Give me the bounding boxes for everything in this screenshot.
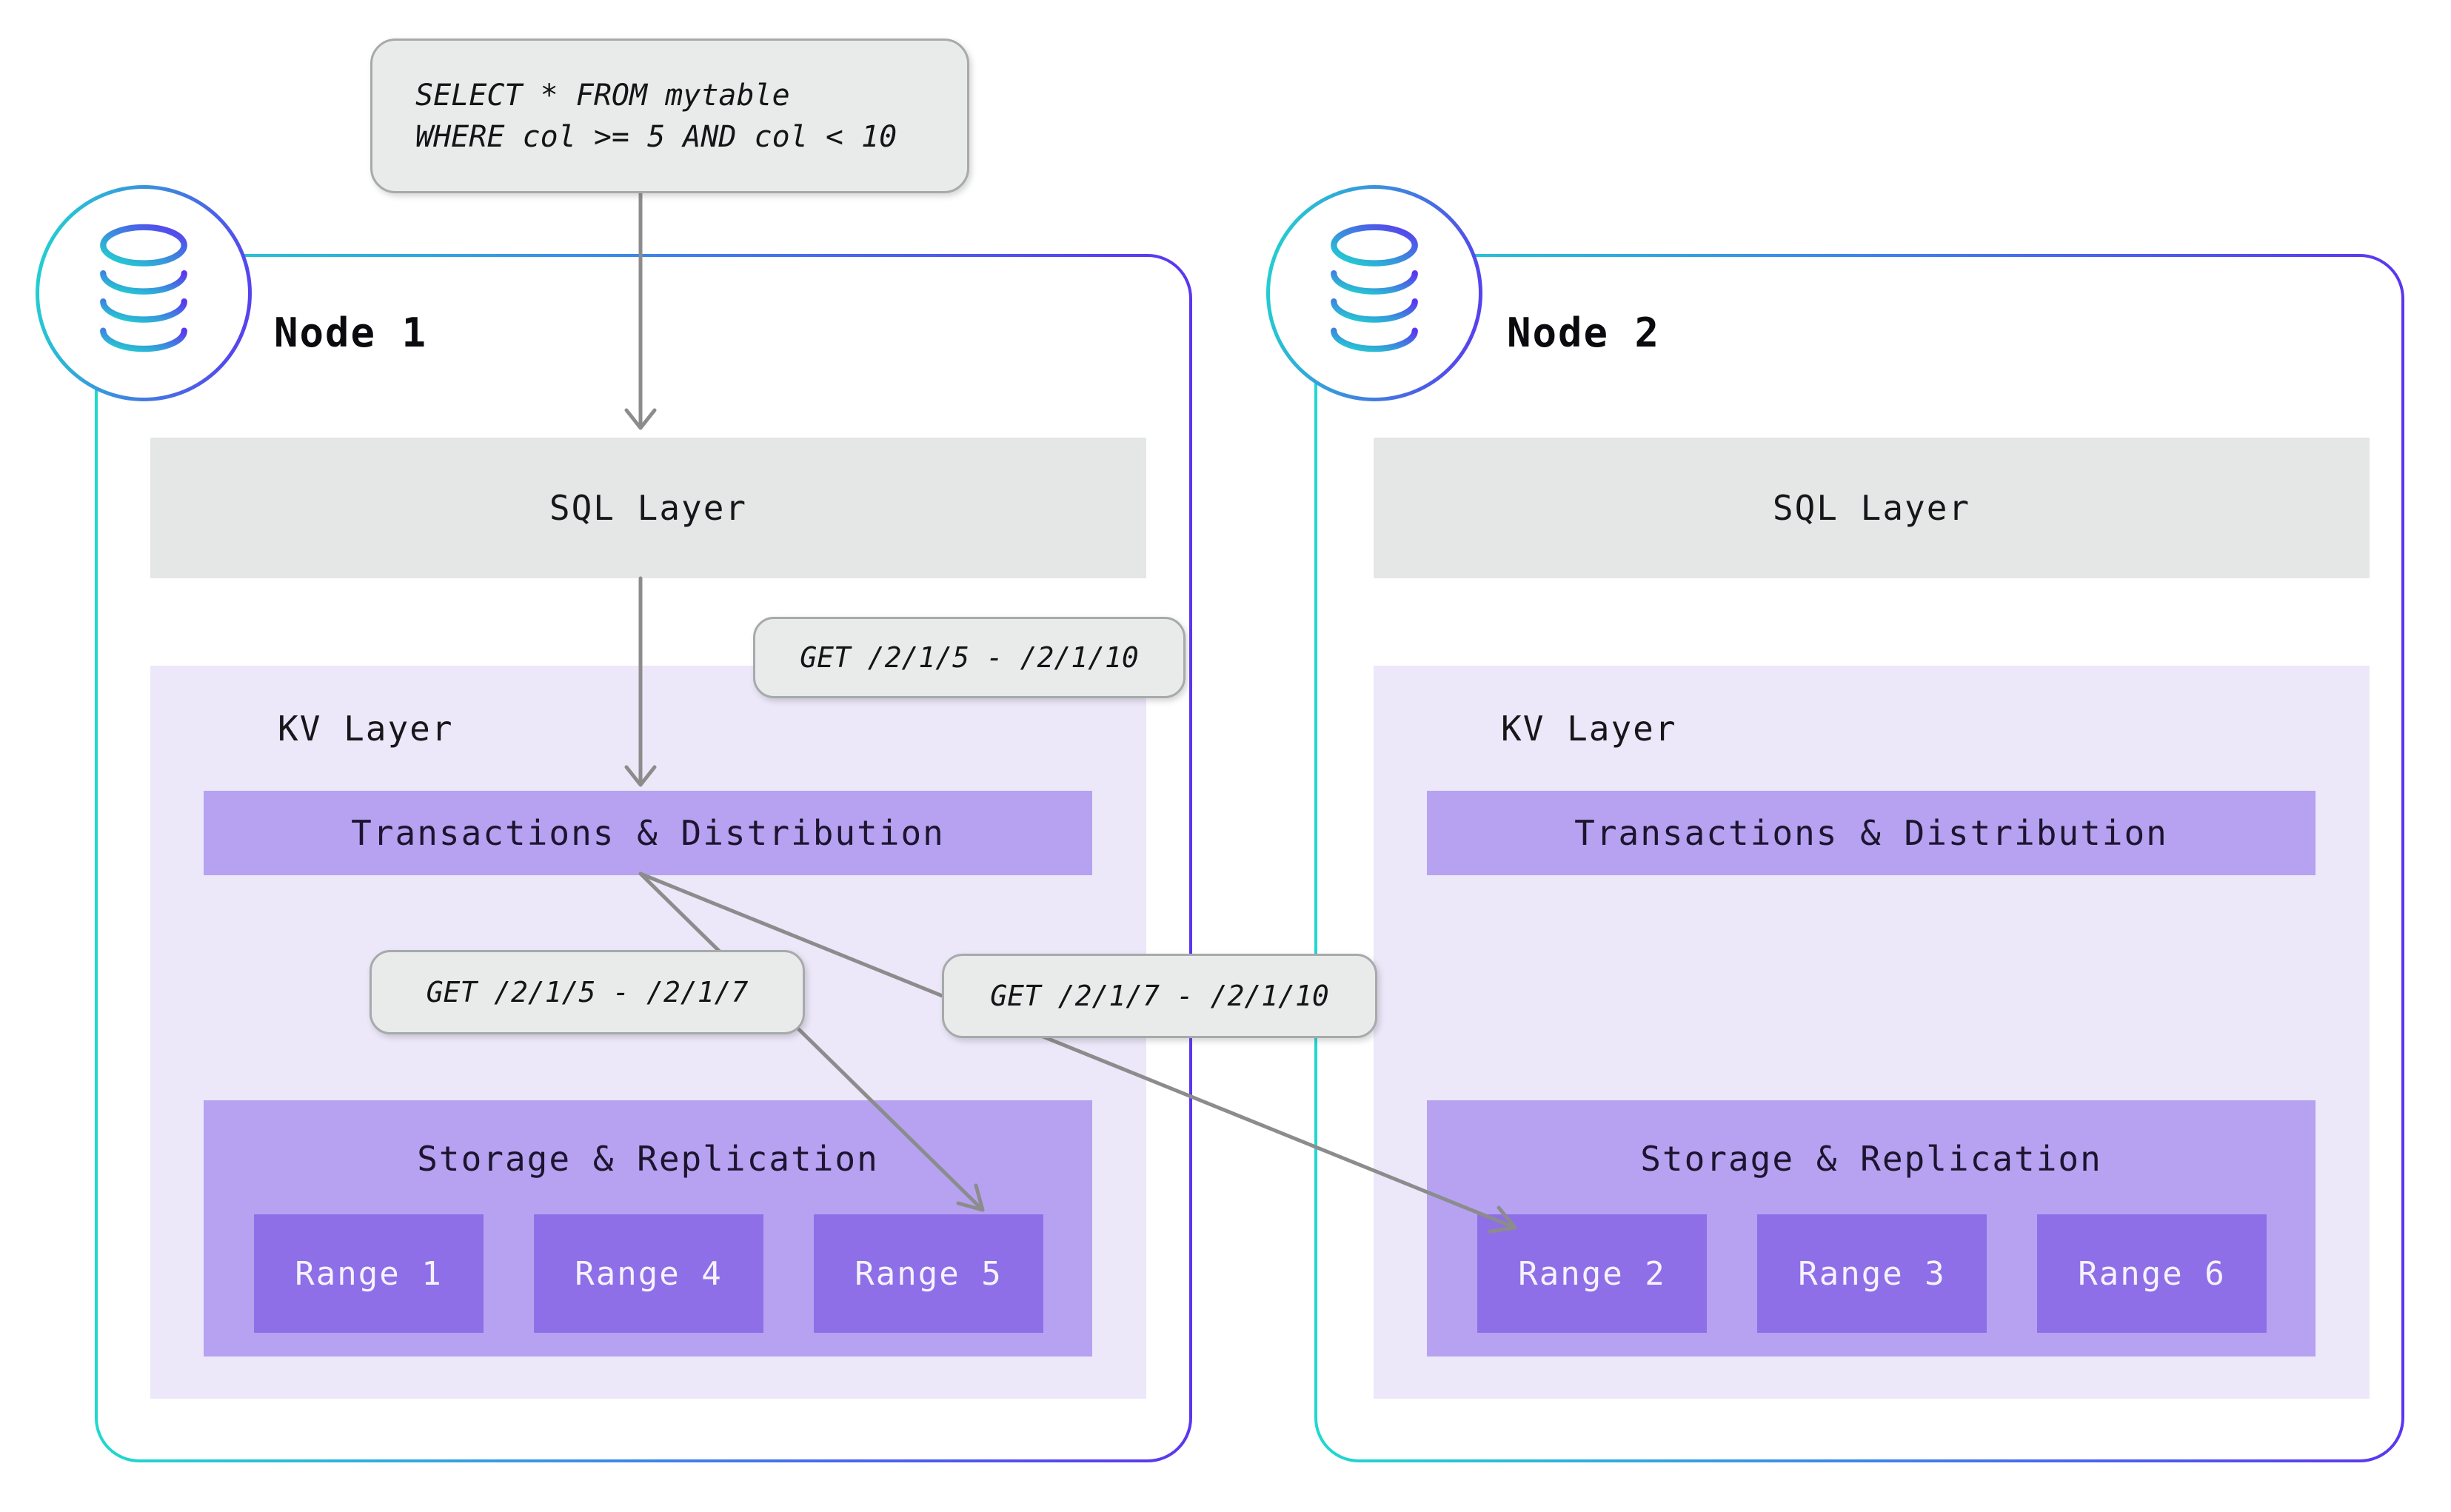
kv-to-range5-arrow — [638, 872, 985, 1212]
get-request-sql-to-kv-label: GET /2/1/5 - /2/1/10 — [800, 641, 1139, 674]
get-request-local-range: GET /2/1/5 - /2/1/7 — [370, 950, 805, 1034]
node-1-transactions-distribution: Transactions & Distribution — [204, 791, 1092, 875]
node-1-transactions-label: Transactions & Distribution — [351, 813, 945, 853]
query-to-sql-arrow — [624, 187, 657, 430]
node-1-database-badge — [36, 185, 252, 401]
get-request-remote-range-label: GET /2/1/7 - /2/1/10 — [990, 980, 1329, 1012]
node-2-container: Node 2 SQL Layer KV Layer Transactions &… — [1314, 254, 2404, 1462]
node-2-range-row: Range 2 Range 3 Range 6 — [1477, 1214, 2267, 1333]
sql-to-kv-arrow — [624, 576, 657, 787]
get-request-sql-to-kv: GET /2/1/5 - /2/1/10 — [753, 617, 1186, 698]
node-1-kv-layer-label: KV Layer — [278, 709, 454, 749]
node-2-sql-layer: SQL Layer — [1374, 438, 2370, 578]
sql-query-line-1: SELECT * FROM mytable — [415, 78, 790, 113]
kv-to-node2-range2-arrow — [638, 872, 1517, 1234]
node-2-storage-replication: Storage & Replication Range 2 Range 3 Ra… — [1427, 1100, 2315, 1357]
get-request-remote-range: GET /2/1/7 - /2/1/10 — [942, 954, 1377, 1038]
range-5-box: Range 5 — [814, 1214, 1043, 1333]
node-2-storage-label: Storage & Replication — [1640, 1139, 2102, 1179]
database-icon — [1331, 224, 1418, 352]
node-1-title: Node 1 — [274, 310, 428, 356]
node-1-storage-replication: Storage & Replication Range 1 Range 4 Ra… — [204, 1100, 1092, 1357]
node-2-transactions-distribution: Transactions & Distribution — [1427, 791, 2315, 875]
node-2-kv-layer: KV Layer Transactions & Distribution Sto… — [1374, 666, 2370, 1399]
node-2-transactions-label: Transactions & Distribution — [1574, 813, 2168, 853]
node-2-database-badge — [1266, 185, 1482, 401]
range-1-box: Range 1 — [254, 1214, 484, 1333]
database-icon — [100, 224, 187, 352]
node-1-sql-layer: SQL Layer — [150, 438, 1146, 578]
range-6-box: Range 6 — [2037, 1214, 2267, 1333]
node-2-kv-layer-label: KV Layer — [1501, 709, 1677, 749]
node-2-sql-layer-label: SQL Layer — [1772, 488, 1971, 528]
range-3-box: Range 3 — [1757, 1214, 1987, 1333]
node-1-range-row: Range 1 Range 4 Range 5 — [254, 1214, 1043, 1333]
node-1-sql-layer-label: SQL Layer — [549, 488, 748, 528]
sql-query-callout: SELECT * FROM mytable WHERE col >= 5 AND… — [370, 39, 969, 193]
get-request-local-range-label: GET /2/1/5 - /2/1/7 — [426, 976, 749, 1008]
range-2-box: Range 2 — [1477, 1214, 1707, 1333]
node-1-storage-label: Storage & Replication — [417, 1139, 879, 1179]
sql-query-line-2: WHERE col >= 5 AND col < 10 — [415, 119, 897, 154]
range-4-box: Range 4 — [534, 1214, 763, 1333]
node-2-title: Node 2 — [1507, 310, 1661, 356]
